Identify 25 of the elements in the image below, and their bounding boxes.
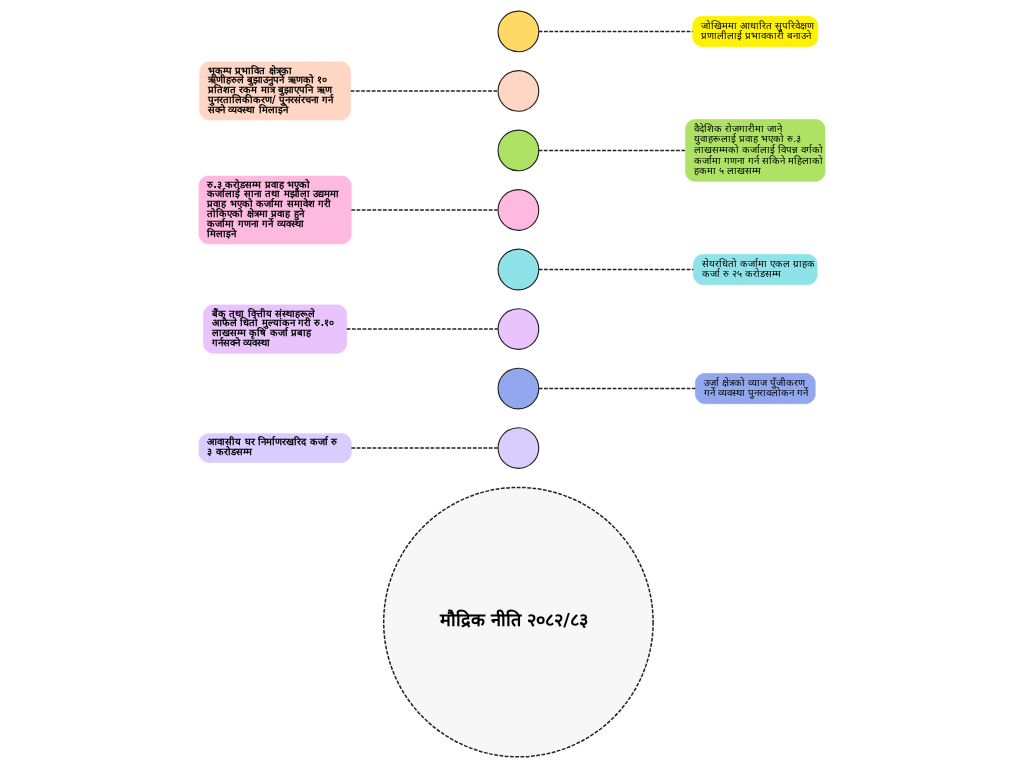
node-circle (497, 248, 540, 291)
node-circle: मौद्रिक नीति २०८२/८३ (382, 486, 654, 758)
node-box: रु.३ करोडसम्म प्रवाह भएको कर्जालाई साना तथा मझौला उद्यममा प्रवाह भएको कर्जामा समावेश गरी तोकिएको क्षेत्रमा प्रवाह हुने कर्जामा गणना गर्ने व्यवस्था मिलाइने (198, 175, 352, 245)
node-box: बैंक तथा वित्तीय संस्थाहरूले आफैले धितो मुल्यांकन गरी रु.१० लाखसम्म कृषि कर्जा प्रबाह गर्नसक्ने व्यवस्था (203, 304, 348, 354)
connector (538, 30, 694, 33)
node-circle (497, 129, 540, 172)
node-circle (497, 10, 540, 53)
node-box: सेयरधितो कर्जामा एकल ग्राहक कर्जा रु २५ करोडसम्म (693, 254, 818, 285)
connector (350, 447, 499, 449)
connector (350, 209, 499, 211)
connector (349, 90, 499, 92)
node-circle (497, 308, 540, 350)
connector (538, 268, 695, 271)
connector (538, 149, 687, 152)
node-box: वैदेशिक रोजगारीमा जाने युवाहरूलाई प्रवाह भएको रु.३ लाखसम्मको कर्जालाई विपन्न वर्गको कर्जामा गणना गर्न सकिने महिलाको हकमा ५ लाखसम्म (685, 119, 826, 182)
node-circle (497, 189, 540, 231)
node-box: उर्जा क्षेत्रको व्याज पुँजीकरण गर्ने व्यवस्था पुनरावलोकन गर्ने (695, 373, 816, 404)
node-circle (497, 427, 540, 469)
connector (538, 387, 697, 390)
node-box: आवासीय घर निर्माणरखरिद कर्जा रु ३ करोडसम्म (198, 433, 352, 463)
node-circle (497, 367, 540, 410)
node-box: जोखिममा आधारित सुपरिवेक्षण प्रणालीलाई प्रभावकारी बनाउने (692, 15, 819, 47)
node-circle (497, 70, 540, 112)
node-box: भूकम्प प्रभावित क्षेत्रका ऋणीहरुले बुझाउनुपर्ने ऋणको १० प्रतिशत रकम मात्र बुझाएपनि ऋण पुनरतालिकीकरण/ पुनरसंरचना गर्न सक्ने व्यवस्था मिलाइने (199, 61, 351, 121)
connector (346, 328, 499, 330)
